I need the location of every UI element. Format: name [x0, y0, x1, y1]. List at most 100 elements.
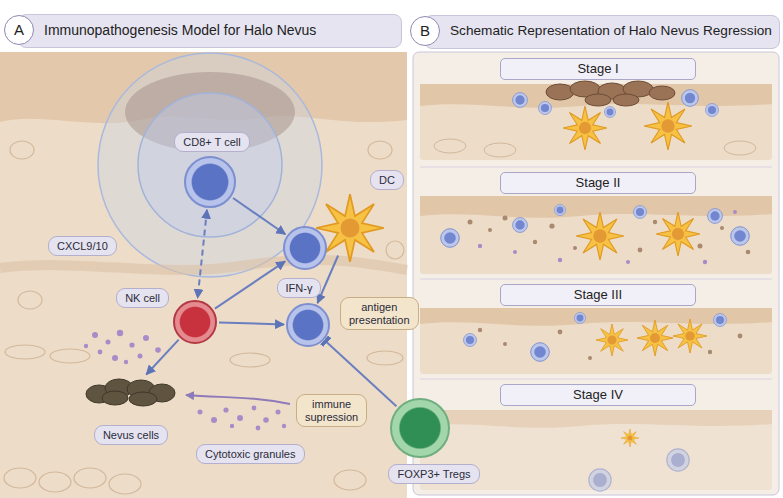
stage-3-illustration-part-part — [738, 334, 743, 339]
stage-4-illustration-part — [420, 410, 772, 428]
nk-cell: NK cell — [173, 300, 217, 344]
stage-1-illustration-part-part — [546, 84, 574, 100]
process-label: immune supression — [296, 394, 367, 427]
stage-1-illustration-part — [546, 81, 675, 106]
connector-arrow — [215, 261, 285, 308]
stage-3-illustration-part-part — [708, 350, 712, 354]
label-text: CXCL9/10 — [57, 240, 108, 252]
stage-2-illustration-part — [633, 205, 646, 218]
stage-label: Stage II — [576, 175, 621, 190]
stage-3-illustration-part-part — [478, 328, 482, 332]
skin-panel-part — [138, 93, 282, 237]
stage-1-illustration-part — [644, 102, 692, 150]
skin-panel-part-part — [368, 141, 392, 159]
stage-2-illustration-part-part — [626, 260, 630, 264]
panel-b-frame-part — [413, 52, 779, 495]
stage-3-illustration-part — [596, 324, 628, 356]
stage-3-illustration-part-part — [503, 342, 507, 346]
stage-2-illustration-part-part — [653, 220, 657, 224]
chemokine-label: CXCL9/10 — [48, 236, 117, 256]
stage-1-illustration-part — [538, 101, 551, 114]
stage-3-illustration-part — [637, 320, 673, 356]
stage-3-illustration-part — [463, 333, 476, 346]
skin-panel-part-part — [18, 291, 42, 309]
stage-4-illustration-part — [589, 469, 611, 491]
stage-1-illustration-part-part — [585, 94, 611, 106]
skin-panel-part — [0, 52, 407, 498]
nevus-cluster — [85, 376, 177, 406]
stage-1-illustration — [420, 81, 772, 160]
stage-box: Stage I — [500, 58, 696, 80]
stage-1-illustration-part — [513, 93, 528, 108]
granules-part — [186, 395, 290, 404]
stage-label: Stage III — [574, 287, 622, 302]
skin-panel-part-part — [4, 468, 36, 488]
skin-panel-part-part — [367, 351, 403, 365]
stage-2-illustration-part-part — [638, 248, 643, 253]
stage-2-illustration-part-part — [533, 240, 537, 244]
stage-2-illustration-part-part — [513, 250, 517, 254]
cd8-t-cell: CD8+ T cell — [184, 156, 236, 208]
treg-cell: FOXP3+ Tregs — [390, 398, 450, 458]
stage-2-illustration-part — [731, 227, 750, 246]
skin-panel-part-part — [10, 141, 34, 159]
cell-label: DC — [370, 170, 404, 190]
stage-2-illustration-part — [708, 209, 723, 224]
granules-part — [237, 415, 243, 421]
label-text: Cytotoxic granules — [205, 448, 296, 460]
skin-panel-part — [0, 260, 407, 270]
granules-part — [198, 410, 203, 415]
stage-3-illustration-part — [420, 308, 772, 326]
skin-panel-part-part — [50, 349, 90, 363]
stage-1-illustration-part-part — [484, 143, 516, 157]
panel-title: Immunopathogenesis Model for Halo Nevus — [44, 12, 316, 48]
nevus-cell — [129, 392, 157, 406]
granules-part — [112, 355, 118, 361]
nevus-cells: Nevus cells — [85, 376, 177, 406]
granules-part — [263, 417, 269, 423]
panel-title: Schematic Representation of Halo Nevus R… — [450, 13, 772, 49]
panel-letter: A — [4, 15, 34, 45]
stage-label: Stage IV — [573, 387, 623, 402]
granules-part — [155, 347, 161, 353]
panel-letter: B — [410, 16, 440, 46]
granules-part — [117, 330, 123, 336]
skin-panel-part-part — [5, 345, 45, 359]
stage-3-illustration-part-part — [588, 356, 592, 360]
stage-3-illustration — [420, 308, 772, 374]
stage-3-illustration-part — [673, 319, 707, 353]
cell-label: Nevus cells — [94, 425, 168, 445]
connector-arrow — [198, 210, 207, 298]
stage-2-illustration-part-part — [478, 244, 482, 248]
stage-2-illustration-part-part — [573, 246, 577, 250]
granules-part — [92, 332, 98, 338]
stage-1-illustration-part-part — [613, 94, 639, 106]
stage-1-illustration-part-part — [724, 141, 756, 155]
stage-label: Stage I — [577, 61, 618, 76]
stage-box: Stage III — [500, 284, 696, 306]
stage-2-illustration-part — [656, 212, 700, 256]
stage-2-illustration-part-part — [720, 226, 724, 230]
granules-part — [106, 340, 111, 345]
panel-b-frame-part — [420, 279, 772, 280]
stage-1-illustration-part — [434, 139, 756, 157]
skin-panel-part-part — [74, 468, 106, 488]
stage-3-illustration-part — [574, 312, 585, 323]
stage-3-illustration-part — [531, 343, 550, 362]
stage-2-illustration — [420, 196, 772, 274]
granules-part — [252, 406, 257, 411]
stage-2-illustration-part-part — [703, 260, 707, 264]
granules-part — [124, 360, 128, 364]
granules-part — [256, 426, 261, 431]
cell-label: FOXP3+ Tregs — [388, 464, 479, 484]
stage-2-illustration-part-part — [468, 220, 473, 225]
stage-1-illustration-part — [705, 103, 718, 116]
stage-2-illustration-part-part — [558, 258, 562, 262]
stage-2-illustration-part-part — [733, 210, 737, 214]
skin-panel-part-part — [230, 353, 270, 367]
granules-part — [98, 350, 103, 355]
stage-1-illustration-part — [420, 84, 772, 160]
granules-part — [84, 344, 88, 348]
stage-box: Stage IV — [500, 384, 696, 406]
